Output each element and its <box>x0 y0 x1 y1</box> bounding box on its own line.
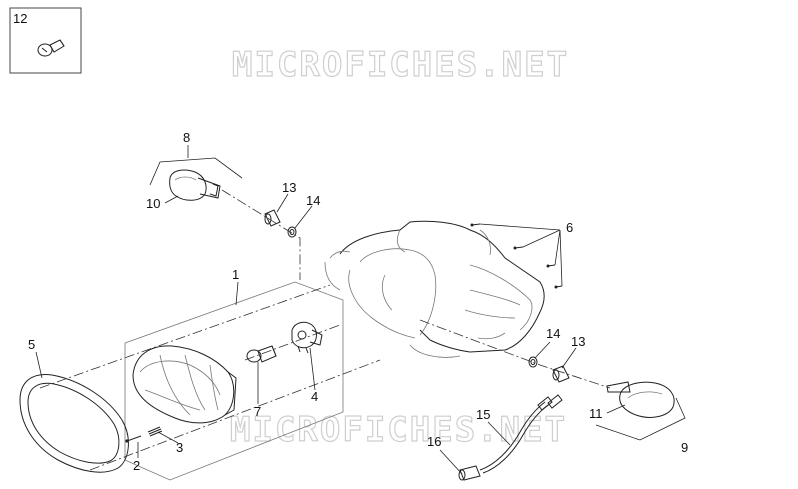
callout-1: 1 <box>232 267 239 282</box>
right-indicator-bulb <box>552 365 570 383</box>
watermark-bottom: MICROFICHES.NET <box>230 410 567 450</box>
callout-11: 11 <box>589 406 603 421</box>
front-fairing-shell <box>324 220 545 358</box>
callout-13-left: 13 <box>282 180 296 195</box>
wiring-harness <box>479 394 563 474</box>
assembly-lines <box>39 189 611 471</box>
callout-7: 7 <box>254 404 261 419</box>
callout-9: 9 <box>681 440 688 455</box>
headlight-assembly-outline <box>124 281 344 481</box>
callout-6: 6 <box>566 220 573 235</box>
callout-4: 4 <box>311 389 318 404</box>
inset-box-bulb <box>9 7 82 74</box>
callout-15: 15 <box>476 407 490 422</box>
headlight-bulb <box>246 345 277 363</box>
headlight-rim <box>19 373 129 473</box>
left-indicator-grommet <box>287 226 297 238</box>
right-indicator-grommet <box>528 356 538 368</box>
fairing-screws <box>470 223 563 289</box>
leader-lines <box>35 145 626 475</box>
callout-16: 16 <box>427 434 441 449</box>
callout-3: 3 <box>176 440 183 455</box>
bulb-socket <box>458 465 481 481</box>
callout-10: 10 <box>146 196 160 211</box>
callout-14-left: 14 <box>306 193 320 208</box>
callout-13-right: 13 <box>571 334 585 349</box>
callout-12: 12 <box>13 11 27 26</box>
right-turn-signal <box>606 381 675 418</box>
left-indicator-bulb <box>264 209 281 227</box>
watermark-top: MICROFICHES.NET <box>232 45 569 85</box>
left-turn-signal <box>169 169 221 201</box>
bracket-8 <box>149 157 243 186</box>
screw-and-spring <box>125 426 163 443</box>
callout-5: 5 <box>28 337 35 352</box>
headlight-lens <box>132 345 237 424</box>
callout-8: 8 <box>183 130 190 145</box>
callout-14-right: 14 <box>546 326 560 341</box>
bulb-holder <box>291 321 323 354</box>
callout-2: 2 <box>133 458 140 473</box>
bracket-9 <box>595 397 686 441</box>
small-bulb-icon <box>37 39 65 57</box>
